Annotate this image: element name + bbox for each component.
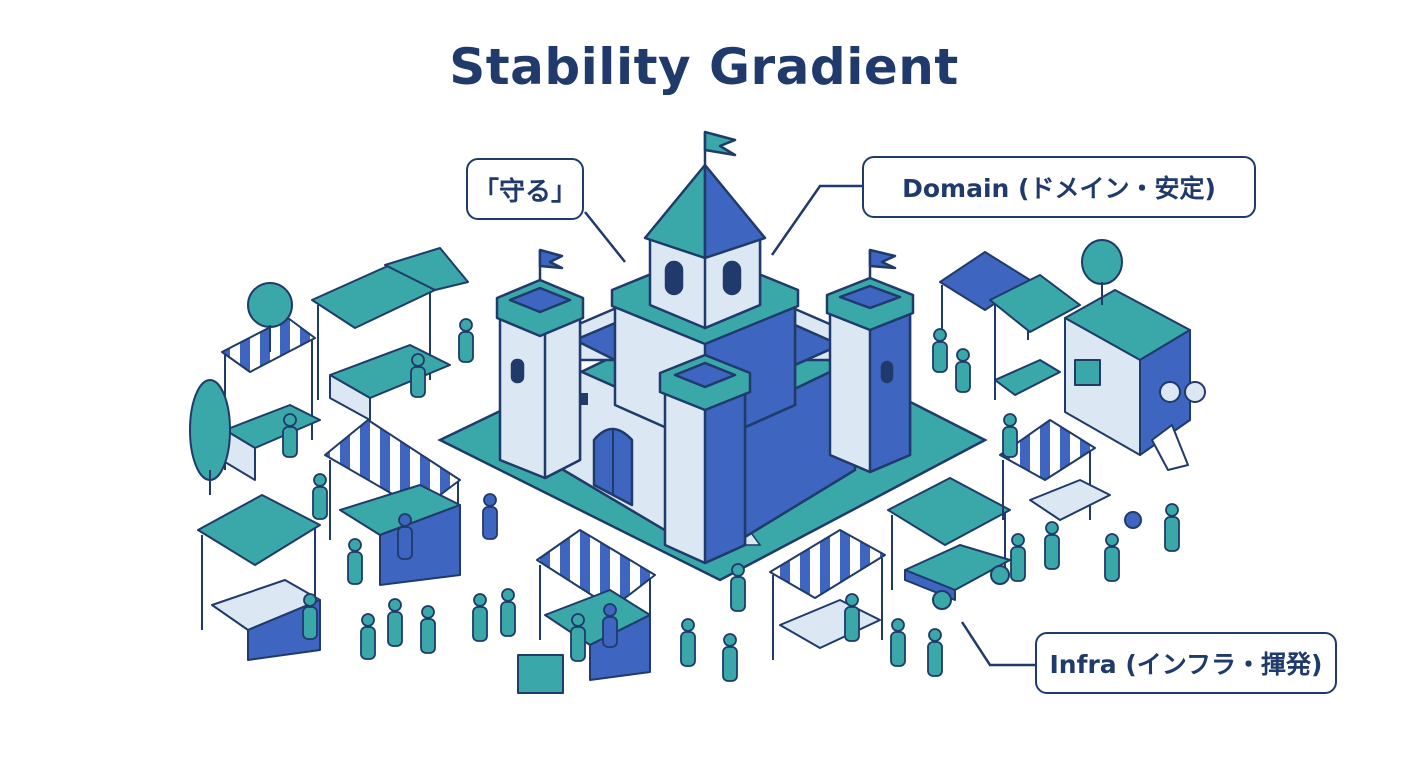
stall-e [517, 529, 656, 694]
stall-h [999, 419, 1142, 529]
market-stalls [197, 247, 1206, 694]
connector-domain [770, 184, 862, 256]
trees [189, 239, 1123, 495]
stall-i [939, 251, 1081, 400]
stall-b [311, 247, 469, 421]
stall-j [1064, 289, 1206, 471]
callout-protect: 「守る」 [466, 158, 584, 220]
people [282, 318, 1180, 682]
castle [495, 130, 915, 565]
page-title: Stability Gradient [449, 38, 959, 96]
connector-protect [584, 211, 626, 263]
callout-infra: Infra (インフラ・揮発) [1035, 632, 1337, 694]
stall-g [887, 477, 1011, 610]
callout-domain: Domain (ドメイン・安定) [862, 156, 1256, 218]
stall-d [197, 494, 321, 661]
callout-connectors [584, 184, 1035, 667]
stall-a [221, 317, 321, 481]
connector-infra [960, 621, 1035, 667]
stall-f [769, 529, 886, 660]
stall-c [324, 419, 461, 586]
